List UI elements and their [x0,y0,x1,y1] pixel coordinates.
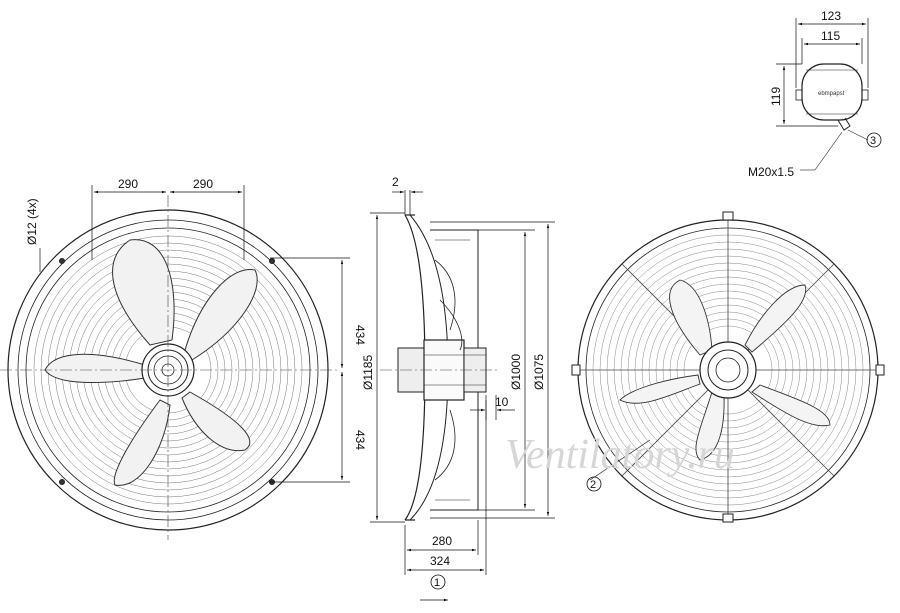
dim-front-h-left: 290 [118,177,138,191]
callout-2: 2 [586,476,602,492]
dim-front-v-top: 434 [353,325,367,345]
dim-front-h-right: 290 [193,177,213,191]
side-view [380,214,500,521]
dim-side-depth-outer: 324 [430,554,450,568]
dim-thread: M20x1.5 [748,165,794,179]
svg-text:1: 1 [434,577,440,589]
svg-text:2: 2 [590,479,596,491]
dim-front-v-bottom: 434 [353,430,367,450]
dim-box-h: 119 [769,87,783,106]
front-view [0,195,340,540]
callout-1: 1 [430,574,446,590]
box-dimensions [776,18,869,127]
dim-side-top: 2 [392,175,399,189]
dim-box-w-outer: 123 [821,9,841,23]
dim-side-d-mid: Ø1075 [532,354,546,390]
watermark: Ventilatory.ru [505,432,735,478]
dim-side-d-outer: Ø1185 [361,355,375,390]
dim-side-offset: 10 [495,395,509,409]
dim-hole: Ø12 (4x) [25,198,39,245]
dim-side-depth-inner: 280 [432,534,452,548]
rear-view [571,211,885,523]
side-dimensions [370,190,555,602]
callout-3: 3 [866,132,882,148]
front-dimensions [39,185,350,483]
box-label: ebmpapst [818,91,845,97]
dim-side-d-inner: Ø1000 [509,354,523,390]
dim-box-w-inner: 115 [821,29,840,43]
terminal-box [795,63,869,171]
svg-text:3: 3 [870,135,876,147]
